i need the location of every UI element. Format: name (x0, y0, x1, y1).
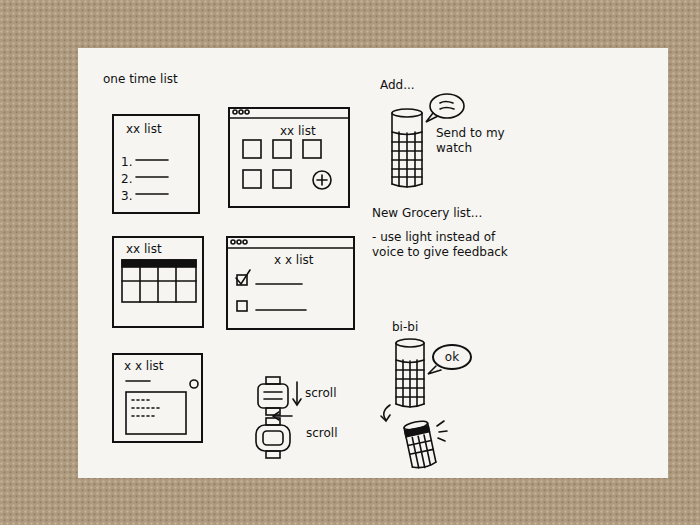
sketch-stroke (418, 436, 425, 467)
sketch-stroke (243, 140, 261, 158)
sketch-stroke (266, 451, 280, 458)
sketch-stroke (437, 421, 444, 426)
sketch-stroke (122, 260, 196, 267)
voice-command: New Grocery list... (372, 206, 532, 221)
sketch-stroke (243, 170, 261, 188)
sketch-stroke (416, 360, 418, 406)
sketch-stroke (243, 240, 247, 244)
sketch-stroke (233, 110, 237, 114)
sketch-stroke (439, 431, 447, 432)
sketch-stroke (236, 270, 250, 284)
sketch-stroke (414, 132, 416, 186)
sketch-stroke (266, 377, 280, 384)
sketch-stroke (258, 384, 288, 408)
sketch-stroke (391, 113, 393, 184)
sketch-stroke (303, 140, 321, 158)
list-number: 2. (121, 172, 132, 186)
sketch-stroke (438, 438, 445, 441)
wireframe-screen: x x list (226, 236, 355, 330)
sketch-stroke (237, 240, 241, 244)
sketch-stroke (403, 420, 436, 470)
sketch-stroke (440, 108, 454, 110)
wireframe-screen: xx list 1. 2. 3. (112, 114, 200, 214)
sketch-stroke (136, 193, 168, 195)
sketch-stroke (430, 94, 464, 118)
sketch-stroke (126, 392, 186, 434)
sketch-stroke (409, 361, 411, 407)
screen-title: x x list (274, 253, 313, 267)
sketch-stroke (132, 407, 160, 409)
sketch-stroke (313, 171, 331, 189)
sketch-stroke (392, 109, 422, 117)
voice-command: Add... (380, 78, 415, 93)
sketch-stroke (412, 437, 418, 467)
sketch-stroke (264, 391, 282, 393)
sketch-stroke (132, 415, 156, 417)
wireframe-drawings (122, 94, 464, 470)
sketch-stroke (273, 170, 291, 188)
sketch-stroke (263, 431, 283, 445)
sketch-stroke (428, 366, 441, 374)
sketch-stroke (239, 110, 243, 114)
sketch-stroke (274, 415, 292, 417)
screen-title: xx list (126, 122, 162, 136)
sketch-stroke (273, 412, 279, 420)
sketch-stroke (423, 343, 425, 404)
note: Send to my watch (436, 126, 508, 156)
screen-title: xx list (280, 124, 316, 138)
sketch-stroke (440, 102, 453, 104)
paper-sheet (78, 48, 668, 478)
sketch-stroke (190, 380, 198, 388)
sketch-stroke (426, 113, 438, 122)
sketch-stroke (136, 176, 168, 178)
sketch-stroke (256, 309, 306, 311)
sketch-stroke (398, 132, 400, 186)
wireframe-screen: xx list (112, 236, 204, 328)
sketch-stroke (402, 360, 404, 406)
sketch-stroke (266, 408, 280, 415)
screen-title: x x list (124, 359, 163, 373)
sketch-stroke (237, 301, 247, 311)
sketch-stroke (245, 110, 249, 114)
sketch-stroke (395, 343, 397, 404)
speech-bubble: ok (432, 344, 472, 370)
sketch-stroke (256, 283, 302, 285)
sketch-stroke (424, 435, 430, 465)
sketch-stroke (321, 175, 323, 185)
sketch-stroke (136, 159, 168, 161)
list-number: 1. (121, 155, 132, 169)
sketch-stroke (396, 339, 424, 347)
sketch-stroke (421, 113, 423, 184)
sketch-stroke (122, 280, 196, 282)
wireframe-screen: x x list (112, 353, 203, 443)
sketch-stroke (231, 240, 235, 244)
sketch-stroke (296, 382, 298, 404)
list-number: 3. (121, 189, 132, 203)
note: - use light instead of voice to give fee… (372, 230, 510, 260)
screen-title: xx list (126, 242, 162, 256)
scroll-note: scroll (305, 386, 337, 401)
sketch-stroke (293, 399, 301, 405)
scroll-note: scroll (306, 426, 338, 441)
sketch-stroke (406, 133, 408, 187)
sketch-stroke (264, 398, 282, 400)
sound-label: bi-bi (392, 320, 418, 335)
sketch-stroke (122, 260, 196, 302)
sketch-stroke (227, 247, 354, 249)
screen-title: ok (445, 350, 459, 364)
sheet-heading: one time list (103, 72, 178, 87)
wireframe-screen: xx list (228, 107, 350, 208)
sketch-stroke (132, 399, 150, 401)
sketch-stroke (381, 415, 390, 421)
sketch-stroke (405, 426, 430, 437)
sketch-stroke (273, 140, 291, 158)
sketch-stroke (229, 117, 349, 119)
sketch-stroke (126, 380, 150, 382)
sketch-stroke (256, 425, 290, 451)
